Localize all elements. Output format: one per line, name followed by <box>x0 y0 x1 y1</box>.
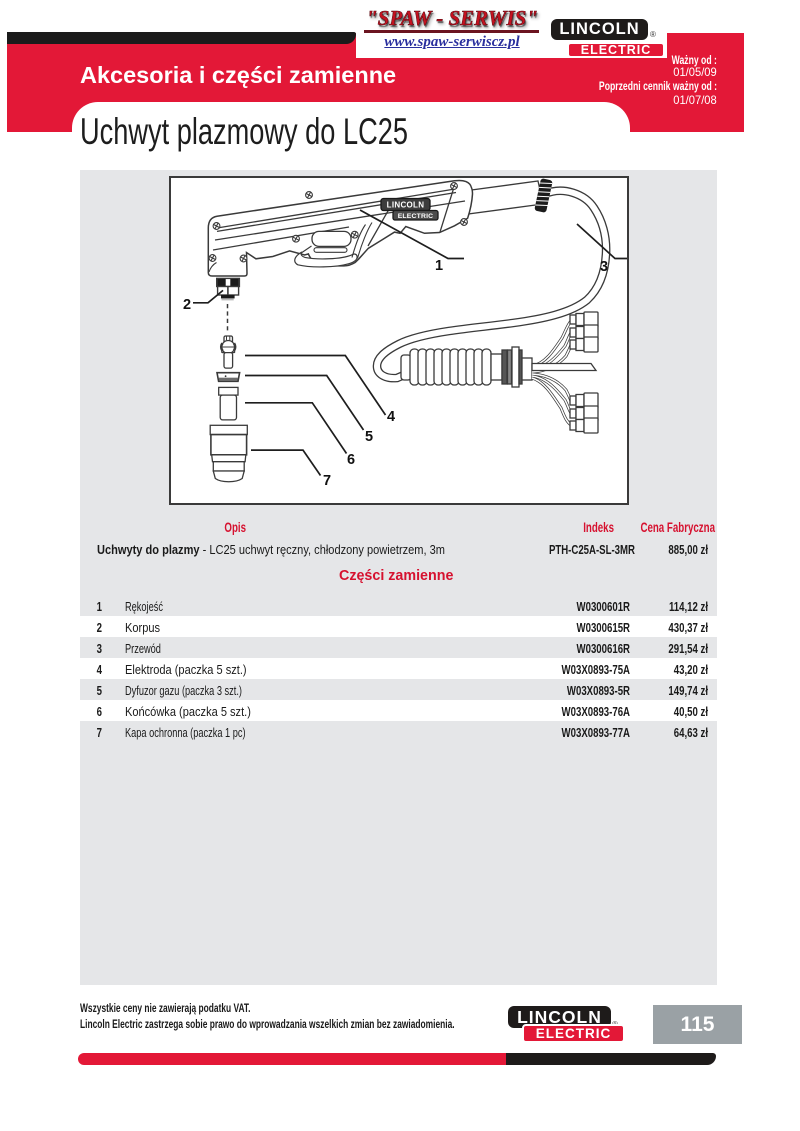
svg-text:3: 3 <box>600 259 608 275</box>
svg-text:1: 1 <box>435 258 443 274</box>
svg-text:7: 7 <box>323 473 331 489</box>
svg-text:5: 5 <box>365 429 373 445</box>
svg-text:LINCOLN: LINCOLN <box>387 201 425 210</box>
svg-text:4: 4 <box>387 409 395 425</box>
svg-text:2: 2 <box>183 297 191 313</box>
svg-text:6: 6 <box>347 452 355 468</box>
svg-text:ELECTRIC: ELECTRIC <box>398 213 434 220</box>
